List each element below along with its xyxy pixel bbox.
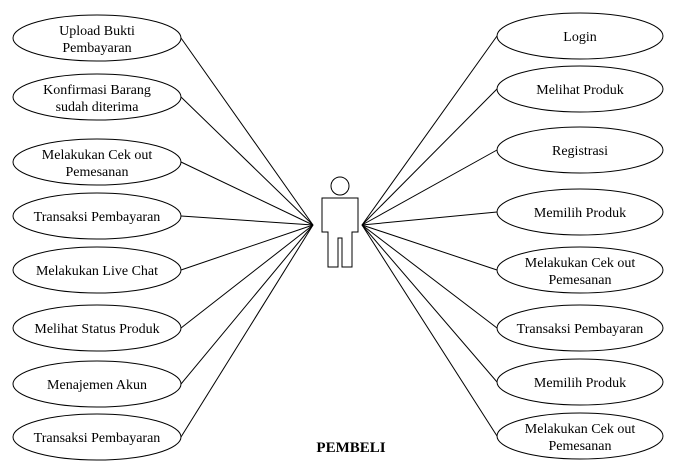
association-line-left-8 <box>180 224 314 438</box>
use-case-label: Melakukan Cek out <box>42 148 153 163</box>
use-case-ellipse <box>496 126 664 174</box>
use-case-label: Pemesanan <box>549 273 612 288</box>
use-case-left-4: Transaksi Pembayaran <box>12 192 182 240</box>
association-line-right-6 <box>361 224 498 329</box>
use-case-label: Transaksi Pembayaran <box>34 210 161 225</box>
use-case-label: Memilih Produk <box>534 376 626 391</box>
association-line-left-1 <box>180 37 314 226</box>
association-line-left-4 <box>180 215 314 226</box>
use-case-left-7: Menajemen Akun <box>12 360 182 408</box>
use-case-ellipse <box>12 73 182 121</box>
use-case-ellipse <box>496 412 664 460</box>
use-case-label: Melihat Produk <box>536 83 624 98</box>
use-case-ellipse <box>12 360 182 408</box>
association-line-right-1 <box>361 35 498 226</box>
use-case-ellipse <box>496 188 664 236</box>
use-case-label: Transaksi Pembayaran <box>34 431 161 446</box>
use-case-ellipse <box>12 14 182 62</box>
use-case-label: Melakukan Live Chat <box>36 264 158 279</box>
use-case-ellipse <box>12 192 182 240</box>
use-case-label: Melihat Status Produk <box>34 322 159 337</box>
use-case-label: Pemesanan <box>66 165 129 180</box>
use-case-ellipse <box>496 246 664 294</box>
use-case-left-5: Melakukan Live Chat <box>12 246 182 294</box>
use-case-right-4: Memilih Produk <box>496 188 664 236</box>
association-line-left-2 <box>180 96 314 226</box>
use-case-right-7: Memilih Produk <box>496 358 664 406</box>
association-line-left-7 <box>180 224 314 385</box>
association-line-right-4 <box>361 211 498 226</box>
use-case-ellipse <box>496 358 664 406</box>
use-case-ellipse <box>12 246 182 294</box>
use-case-ellipse <box>496 12 664 60</box>
use-case-ellipse <box>496 65 664 113</box>
actor-head <box>330 176 350 196</box>
use-case-label: Pembayaran <box>62 41 131 56</box>
use-case-left-8: Transaksi Pembayaran <box>12 413 182 461</box>
use-case-label: Transaksi Pembayaran <box>517 322 644 337</box>
use-case-label: Login <box>563 30 596 45</box>
use-case-right-3: Registrasi <box>496 126 664 174</box>
association-line-left-6 <box>180 224 314 329</box>
use-case-label: Melakukan Cek out <box>525 256 636 271</box>
use-case-label: sudah diterima <box>56 100 140 115</box>
use-case-left-2: Konfirmasi Barang sudah diterima <box>12 73 182 121</box>
use-case-right-1: Login <box>496 12 664 60</box>
use-case-ellipse <box>12 413 182 461</box>
use-case-label: Melakukan Cek out <box>525 422 636 437</box>
use-case-label: Memilih Produk <box>534 206 626 221</box>
use-case-right-2: Melihat Produk <box>496 65 664 113</box>
association-line-right-8 <box>361 224 498 437</box>
use-case-ellipse <box>12 138 182 186</box>
association-lines <box>180 35 498 438</box>
association-line-right-5 <box>361 224 498 271</box>
actor-pembeli <box>321 176 359 268</box>
use-case-left-6: Melihat Status Produk <box>12 304 182 352</box>
use-case-label: Pemesanan <box>549 439 612 454</box>
use-case-ellipse <box>12 304 182 352</box>
association-line-left-3 <box>180 161 314 226</box>
use-case-label: Registrasi <box>552 144 608 159</box>
association-line-left-5 <box>180 224 314 271</box>
use-case-ellipse <box>496 304 664 352</box>
use-case-label: Menajemen Akun <box>47 378 147 393</box>
association-line-right-3 <box>361 149 498 226</box>
use-case-label: Upload Bukti <box>59 24 135 39</box>
actor-label: PEMBELI <box>316 440 385 456</box>
association-line-right-7 <box>361 224 498 383</box>
actor-body <box>321 197 359 268</box>
association-line-right-2 <box>361 88 498 226</box>
use-case-label: Konfirmasi Barang <box>43 83 151 98</box>
use-case-right-6: Transaksi Pembayaran <box>496 304 664 352</box>
